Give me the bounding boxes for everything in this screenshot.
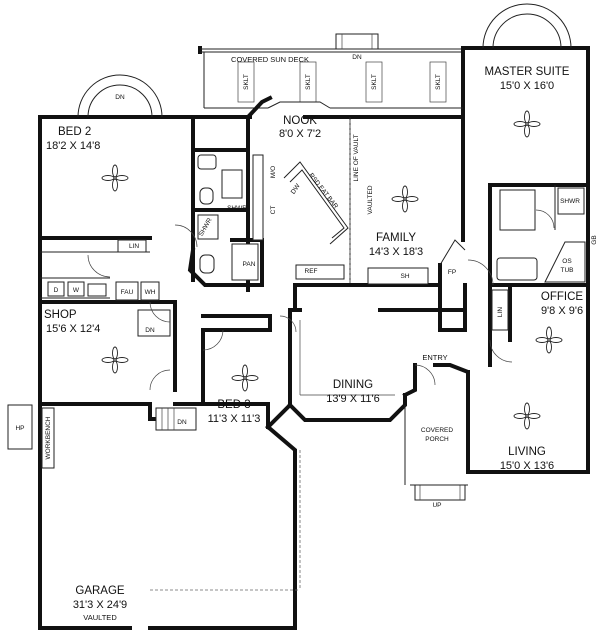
nook-size: 8'0 X 7'2 — [279, 128, 321, 140]
office-name: OFFICE — [541, 291, 583, 303]
ceiling-fan-bed3 — [231, 364, 259, 392]
skylight-label-4: SKLT — [435, 74, 442, 90]
living-name: LIVING — [508, 446, 546, 458]
ceiling-fan-living — [513, 402, 541, 430]
ceiling-fan-office — [535, 326, 563, 354]
dishwasher-label: DW — [290, 182, 302, 196]
ceiling-fans — [101, 110, 563, 430]
garage-name: GARAGE — [75, 585, 125, 597]
os-tub-line2: TUB — [561, 267, 574, 274]
porch-up-label: UP — [432, 502, 441, 509]
family-size: 14'3 X 18'3 — [369, 246, 423, 258]
bed2-bath-shower-label: SHWR — [227, 205, 247, 212]
skylight-label-2: SKLT — [305, 74, 312, 90]
skylight-label-1: SKLT — [243, 74, 250, 90]
washer-label: W — [73, 287, 80, 294]
bed2-size: 18'2 X 14'8 — [46, 140, 100, 152]
skylight-label-3: SKLT — [371, 74, 378, 90]
mo-label: M/O — [270, 166, 277, 178]
bed3-name: BED 3 — [217, 399, 250, 411]
kitchen-counter — [252, 154, 429, 285]
ceiling-fan-shop — [101, 346, 129, 374]
bed3-size: 11'3 X 11'3 — [208, 413, 261, 425]
dining-size: 13'9 X 11'6 — [326, 393, 380, 405]
line-of-vault-label: LINE OF VAULT — [353, 134, 360, 181]
porch-and-dining — [299, 320, 468, 486]
master-suite-size: 15'0 X 16'0 — [500, 80, 554, 92]
pantry-label: PAN — [243, 261, 256, 268]
covered-porch-line2: PORCH — [425, 436, 449, 443]
ct-label: CT — [270, 206, 277, 215]
interior-walls — [38, 95, 590, 406]
glass-block-label: GB — [591, 235, 598, 244]
garage-size: 31'3 X 24'9 — [73, 599, 127, 611]
heat-pump-label: HP — [15, 425, 24, 432]
water-heater-label: WH — [145, 289, 156, 296]
shop-name: SHOP — [44, 309, 77, 321]
office-size: 9'8 X 9'6 — [541, 305, 583, 317]
fixtures — [7, 154, 586, 501]
nook-name: NOOK — [283, 115, 317, 127]
sun-deck-dn-label: DN — [352, 54, 362, 61]
office-linen-label: LIN — [497, 307, 504, 317]
furnace-label: FAU — [121, 289, 134, 296]
ceiling-fan-master — [513, 110, 541, 138]
sun-deck — [203, 33, 463, 109]
bay-windows — [77, 3, 572, 118]
shelf-label: SH — [400, 273, 409, 280]
living-size: 15'0 X 13'6 — [500, 460, 554, 472]
door-swings — [87, 209, 555, 391]
ceiling-fan-bed2 — [101, 164, 129, 192]
refrigerator-label: REF — [305, 268, 318, 275]
garage-dn-label: DN — [177, 419, 187, 426]
master-suite-name: MASTER SUITE — [485, 66, 570, 78]
family-name: FAMILY — [376, 232, 416, 244]
hall-linen-label: LIN — [129, 243, 139, 250]
vault-lines — [150, 120, 351, 591]
dryer-label: D — [54, 287, 59, 294]
shop-dn-label: DN — [145, 327, 155, 334]
master-shower-label: SHWR — [560, 198, 580, 205]
entry-label: ENTRY — [422, 353, 447, 362]
bed2-name: BED 2 — [58, 126, 91, 138]
fireplace-label: FP — [448, 269, 456, 276]
family-vaulted-label: VAULTED — [367, 185, 374, 214]
bed2-arch-dn-label: DN — [115, 94, 125, 101]
garage-vaulted-label: VAULTED — [83, 613, 117, 622]
covered-porch-line1: COVERED — [421, 427, 453, 434]
os-tub-line1: OS — [562, 258, 572, 265]
eat-bar-label: RSD EAT BAR — [307, 172, 339, 210]
covered-sun-deck-label: COVERED SUN DECK — [231, 55, 309, 64]
ceiling-fan-family — [391, 185, 419, 213]
workbench-label: WORKBENCH — [45, 416, 52, 459]
dining-name: DINING — [333, 379, 373, 391]
shop-size: 15'6 X 12'4 — [46, 323, 100, 335]
